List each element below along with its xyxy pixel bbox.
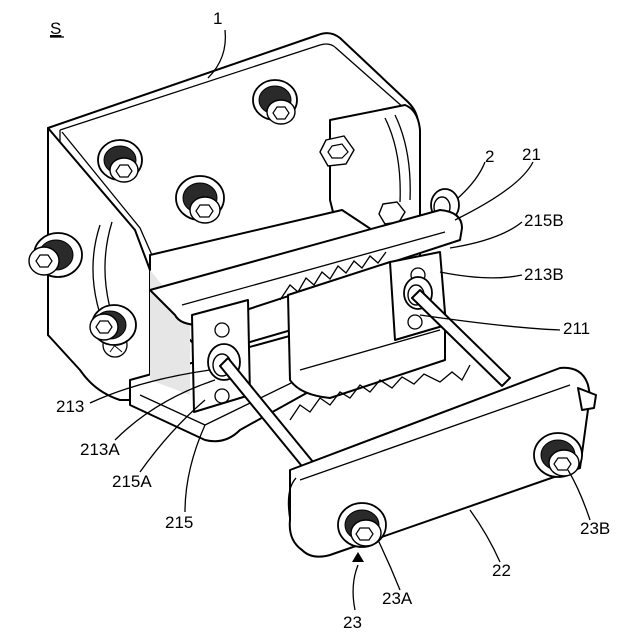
label-211: 211	[563, 319, 590, 338]
side-plate-213	[192, 300, 250, 412]
label-1: 1	[213, 9, 222, 28]
bolt-icon	[29, 233, 82, 277]
view-label: S	[50, 19, 61, 38]
label-215B: 215B	[524, 211, 564, 230]
label-213B: 213B	[524, 265, 564, 284]
label-21: 21	[522, 145, 541, 164]
label-22: 22	[492, 561, 511, 580]
label-213A: 213A	[80, 440, 120, 459]
bolt-23B	[534, 433, 582, 477]
label-23: 23	[343, 613, 362, 632]
label-23A: 23A	[382, 589, 413, 608]
label-23B: 23B	[580, 519, 610, 538]
label-2: 2	[485, 147, 494, 166]
arrowhead	[352, 552, 364, 562]
label-213: 213	[56, 397, 84, 416]
label-215: 215	[165, 513, 193, 532]
label-215A: 215A	[112, 472, 152, 491]
